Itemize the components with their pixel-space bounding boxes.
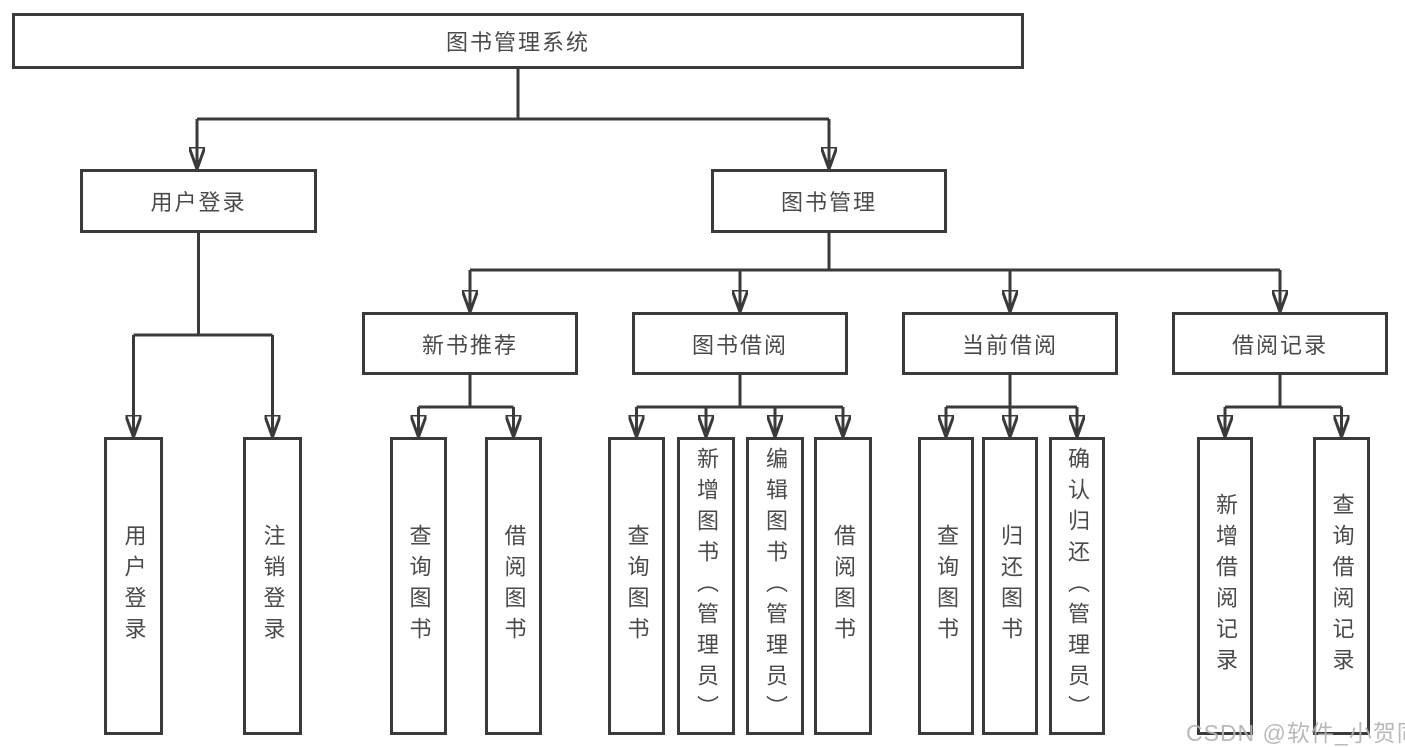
leaf-add-books-admin: 新增图书（管理员） [677, 437, 735, 735]
leaf-recommend-borrow-books: 借阅图书 [485, 437, 542, 735]
leaf-recommend-query-books: 查询图书 [390, 437, 447, 735]
node-library-management-system: 图书管理系统 [12, 13, 1024, 69]
connector-records-split [1225, 375, 1342, 409]
node-current-borrowing: 当前借阅 [902, 312, 1118, 375]
node-user-login: 用户登录 [80, 169, 317, 233]
connector-borrowing-split [636, 375, 843, 409]
leaf-edit-books-admin: 编辑图书（管理员） [746, 437, 804, 735]
leaf-add-borrow-record: 新增借阅记录 [1197, 437, 1253, 735]
leaf-confirm-return-admin: 确认归还（管理员） [1049, 437, 1105, 735]
leaf-current-query-books: 查询图书 [918, 437, 974, 735]
leaf-logout: 注销登录 [243, 437, 302, 735]
watermark: CSDN @软件_小贺同学 [1186, 720, 1405, 746]
leaf-borrowing-query-books: 查询图书 [608, 437, 665, 735]
node-borrowing-records: 借阅记录 [1172, 312, 1388, 375]
connector-current-split [946, 375, 1077, 409]
connector-root-split [197, 69, 829, 121]
leaf-return-books: 归还图书 [982, 437, 1038, 735]
connector-newbook-split [418, 375, 514, 409]
leaf-user-login: 用户登录 [104, 437, 163, 735]
leaf-borrowing-borrow-books: 借阅图书 [814, 437, 872, 735]
connector-user-split [133, 233, 273, 337]
leaf-query-borrow-record: 查询借阅记录 [1313, 437, 1370, 735]
node-book-borrowing: 图书借阅 [632, 312, 848, 375]
node-book-management: 图书管理 [711, 169, 947, 233]
connector-book-split [470, 233, 1280, 272]
node-new-book-recommendation: 新书推荐 [362, 312, 578, 375]
